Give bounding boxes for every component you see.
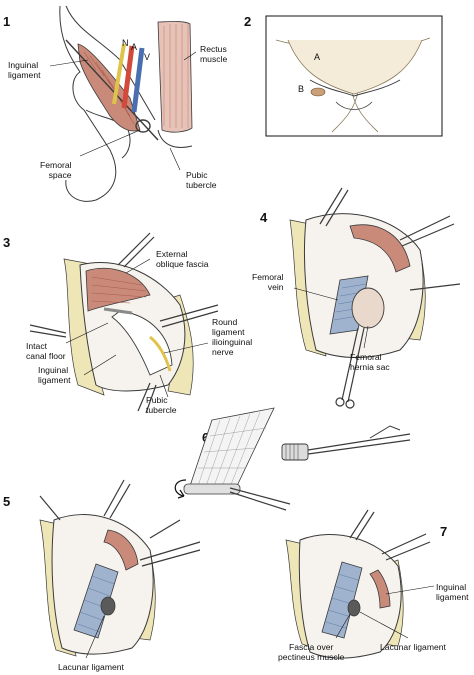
panel-5: 5 Lacunar ligament (0, 479, 201, 675)
panel-5-illustration (39, 479, 201, 659)
panel-4: 4 (250, 180, 474, 410)
label-intact-canal-floor: Intact canal floor (26, 341, 66, 361)
panel-4-number: 4 (260, 210, 268, 225)
panel-2-illustration (265, 15, 443, 137)
panel-6-illustration (174, 407, 411, 511)
panel-2-number: 2 (244, 14, 252, 29)
panel-3: 3 (0, 225, 253, 415)
label-pubic-tubercle-3: Pubic tubercle (146, 395, 177, 415)
label-pubic-tubercle-1: Pubic tubercle (186, 170, 217, 190)
panel-7-number: 7 (440, 524, 448, 539)
label-lacunar-ligament-5: Lacunar ligament (58, 662, 124, 672)
panel-5-number: 5 (3, 494, 11, 509)
label-region-b: B (298, 84, 305, 94)
panel-4-illustration (289, 187, 461, 409)
panel-1-number: 1 (3, 14, 11, 29)
label-lacunar-ligament-7: Lacunar ligament (380, 642, 446, 652)
label-fascia-pectineus: Fascia over pectineus muscle (278, 642, 345, 662)
label-femoral-vein: Femoral vein (252, 272, 284, 292)
label-femoral-space: Femoral space (40, 160, 72, 180)
label-rectus-muscle: Rectus muscle (200, 44, 228, 64)
label-n: N (122, 38, 129, 48)
panel-7-illustration (285, 509, 435, 659)
panel-2: 2 A B (240, 0, 474, 150)
panel-6-number: 6 (202, 430, 210, 445)
label-v: V (144, 52, 151, 62)
label-region-a: A (314, 52, 321, 62)
panel-3-number: 3 (3, 235, 11, 250)
panel-1: 1 (0, 0, 240, 210)
label-femoral-hernia-sac: Femoral hernia sac (350, 352, 390, 372)
panel-7: 7 Inguinal ligament Fascia over pectineu… (250, 509, 474, 675)
label-a: A (131, 42, 138, 52)
panel-1-illustration (49, 5, 197, 202)
label-inguinal-ligament-3: Inguinal ligament (38, 365, 71, 385)
label-inguinal-ligament-7: Inguinal ligament (436, 582, 469, 602)
panel-6: 6 (170, 400, 474, 530)
label-round-ligament-nerve: Round ligament ilioinguinal nerve (212, 317, 253, 357)
panel-3-illustration (29, 232, 219, 414)
label-inguinal-ligament-1: Inguinal ligament (8, 60, 41, 80)
label-external-oblique-fascia: External oblique fascia (156, 249, 209, 269)
